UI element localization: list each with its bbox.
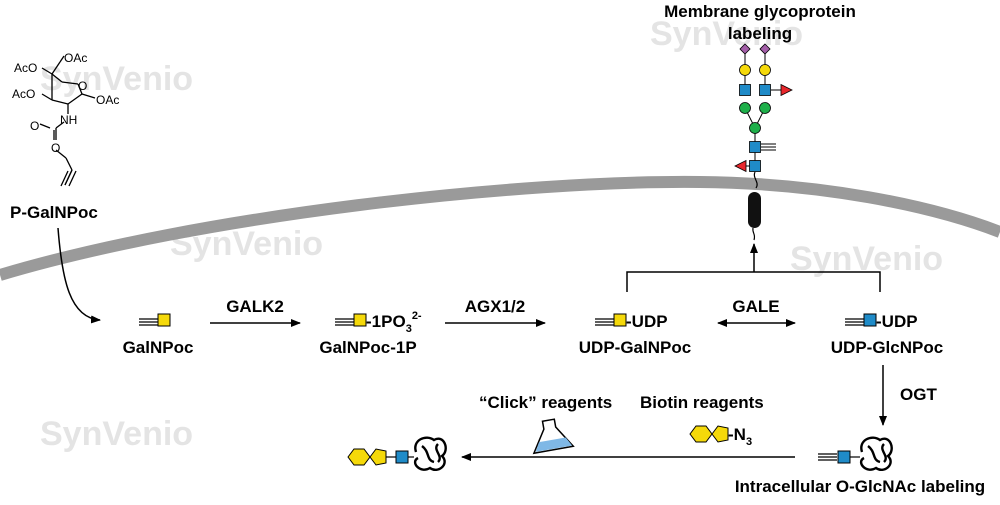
pgalnpoc-structure bbox=[39, 55, 96, 187]
sialic-acid-diamond bbox=[739, 43, 751, 55]
atom-label: NH bbox=[60, 113, 77, 127]
galactose-circle bbox=[759, 64, 771, 76]
compound-label-galnpoc: GalNPoc bbox=[123, 338, 194, 357]
watermark: SynVenio bbox=[40, 415, 193, 453]
protein-blob bbox=[413, 436, 447, 471]
fucose-triangle bbox=[780, 83, 793, 97]
compound-label-udpglcnpoc: UDP-GlcNPoc bbox=[831, 338, 943, 357]
protein-linker bbox=[753, 171, 758, 189]
enzyme-label-ogt: OGT bbox=[900, 385, 937, 404]
alkyne-tag bbox=[139, 318, 158, 326]
udp-group: -UDP bbox=[876, 312, 918, 331]
label-click-reagents: “Click” reagents bbox=[479, 393, 612, 412]
udp-group: -UDP bbox=[626, 312, 668, 331]
compound-label-udpgalnpoc: UDP-GalNPoc bbox=[579, 338, 691, 357]
protein-blob bbox=[859, 436, 893, 471]
watermark: SynVenio bbox=[650, 15, 803, 53]
glcnac-square bbox=[739, 84, 751, 96]
protein-tail bbox=[752, 227, 756, 241]
sialic-acid-diamond bbox=[759, 43, 771, 55]
compound-label-galnpoc1p: GalNPoc-1P bbox=[319, 338, 416, 357]
atom-label: O bbox=[78, 79, 87, 93]
galactose-circle bbox=[739, 64, 751, 76]
galnac-square bbox=[613, 313, 627, 327]
mannose-circle bbox=[739, 102, 751, 114]
atom-label: O bbox=[51, 141, 60, 155]
glcnac-square bbox=[749, 141, 761, 153]
pgalnpoc-atom-labels: OAc AcO AcO OAc NH O O O bbox=[12, 51, 119, 155]
label-biotin-reagents: Biotin reagents bbox=[640, 393, 764, 412]
glcnac-square bbox=[837, 450, 851, 464]
enzyme-label-gale: GALE bbox=[732, 297, 779, 316]
flask-icon bbox=[532, 418, 575, 455]
alkyne-tag bbox=[845, 318, 864, 326]
fucose-triangle bbox=[734, 159, 747, 173]
glcnac-square bbox=[749, 160, 761, 172]
compound-label-pgalnpoc: P-GalNPoc bbox=[10, 203, 98, 222]
alkyne-tag bbox=[761, 143, 776, 151]
enzyme-label-galk2: GALK2 bbox=[226, 297, 284, 316]
galnac-square bbox=[353, 313, 367, 327]
watermark: SynVenio bbox=[40, 60, 193, 98]
n-glycan bbox=[734, 43, 793, 189]
atom-label: OAc bbox=[96, 93, 119, 107]
azide-group: -N3 bbox=[728, 425, 752, 448]
atom-label: O bbox=[30, 119, 39, 133]
atom-label: OAc bbox=[64, 51, 87, 65]
mannose-circle bbox=[759, 102, 771, 114]
title-membrane-line2: labeling bbox=[728, 24, 792, 43]
cell-membrane bbox=[0, 175, 1000, 281]
caption-intracellular: Intracellular O-GlcNAc labeling bbox=[735, 477, 985, 496]
enzyme-label-agx: AGX1/2 bbox=[465, 297, 525, 316]
alkyne-tag bbox=[818, 453, 837, 461]
alkyne-tag bbox=[595, 318, 614, 326]
galnac-square bbox=[157, 313, 171, 327]
biotin-azide-icon bbox=[689, 425, 729, 443]
glcnac-square bbox=[395, 450, 409, 464]
transmembrane-protein bbox=[748, 192, 761, 228]
uptake-arrow bbox=[57, 227, 101, 324]
atom-label: AcO bbox=[12, 87, 35, 101]
labeled-product bbox=[347, 436, 447, 471]
glcnac-square bbox=[759, 84, 771, 96]
phosphate-group: -1PO32- bbox=[366, 310, 422, 335]
mannose-circle bbox=[749, 122, 761, 134]
alkyne-tag bbox=[335, 318, 354, 326]
glcnac-square bbox=[863, 313, 877, 327]
atom-label: AcO bbox=[14, 61, 37, 75]
title-membrane-line1: Membrane glycoprotein bbox=[664, 2, 856, 21]
